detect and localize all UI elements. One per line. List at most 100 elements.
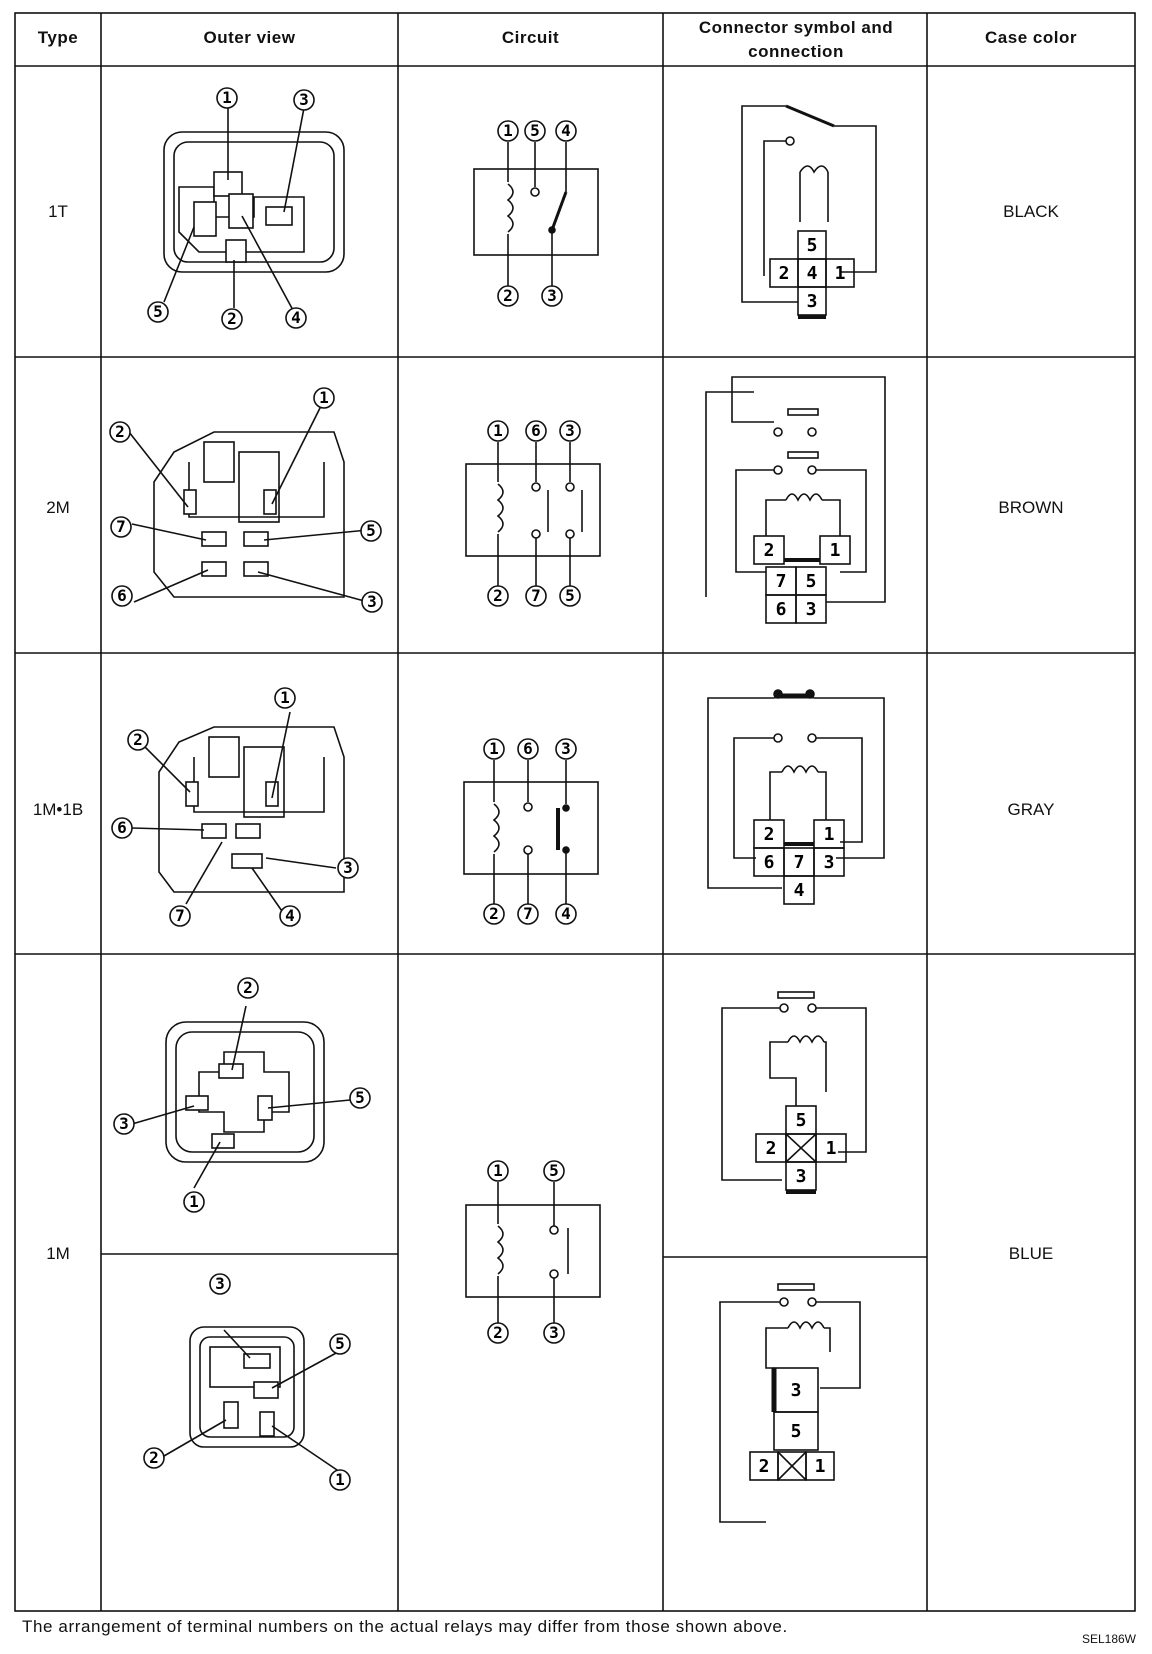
svg-text:3: 3 [215,1274,225,1293]
svg-text:4: 4 [561,904,571,923]
svg-text:2: 2 [764,824,775,845]
svg-text:5: 5 [796,1110,807,1131]
svg-text:4: 4 [807,263,818,284]
svg-text:1: 1 [503,121,513,140]
svg-text:3: 3 [807,291,818,312]
table-drawing: 1 3 5 2 4 1 5 4 2 3 [14,12,1136,1612]
circuit-1m-labels: 1 5 2 3 [487,1160,565,1344]
svg-text:6: 6 [117,818,127,837]
svg-text:1: 1 [319,388,329,407]
type-1m: 1M [46,1244,70,1263]
connector-1m1b-pins: 2 1 6 7 3 4 [764,824,835,901]
footnote: The arrangement of terminal numbers on t… [22,1617,788,1636]
svg-text:2: 2 [133,730,143,749]
header-connector: Connector symbol and connection [698,18,894,61]
svg-text:5: 5 [565,586,575,605]
svg-text:1: 1 [189,1192,199,1211]
outer-view-1m-a [131,1005,351,1189]
case-color-black: BLACK [1003,202,1059,221]
svg-text:2: 2 [766,1138,777,1159]
svg-text:1: 1 [222,88,232,107]
svg-text:4: 4 [285,906,295,925]
svg-text:1: 1 [830,540,841,561]
svg-text:6: 6 [523,739,533,758]
header-type: Type [37,28,79,47]
svg-text:3: 3 [791,1380,802,1401]
outer-view-1m-b-labels: 3 5 2 1 [143,1273,351,1491]
svg-text:2: 2 [489,904,499,923]
type-1t: 1T [48,202,68,221]
svg-text:5: 5 [806,571,817,592]
svg-text:3: 3 [824,852,835,873]
svg-text:1: 1 [493,1161,503,1180]
svg-text:2: 2 [759,1456,770,1477]
circuit-2m [465,442,601,587]
svg-text:7: 7 [776,571,787,592]
svg-text:5: 5 [335,1334,345,1353]
circuit-1m [465,1182,601,1324]
svg-text:2: 2 [493,1323,503,1342]
svg-text:5: 5 [153,302,163,321]
svg-text:6: 6 [117,586,127,605]
svg-text:6: 6 [531,421,541,440]
connector-1m-a-pins: 5 2 1 3 [766,1110,837,1187]
circuit-1m1b [463,760,599,904]
connector-1m1b [707,689,885,905]
svg-text:2: 2 [227,309,237,328]
svg-text:7: 7 [523,904,533,923]
svg-text:2: 2 [493,586,503,605]
svg-text:2: 2 [764,540,775,561]
connector-2m-pins: 2 1 7 5 6 3 [764,540,841,620]
connector-1m-b [719,1283,861,1523]
outer-view-1m1b-labels: 2 1 6 3 7 4 [111,687,359,927]
svg-text:1: 1 [280,688,290,707]
svg-text:5: 5 [355,1088,365,1107]
svg-text:1: 1 [335,1470,345,1489]
svg-text:2: 2 [149,1448,159,1467]
svg-text:4: 4 [291,308,301,327]
svg-text:3: 3 [549,1323,559,1342]
svg-text:3: 3 [565,421,575,440]
svg-text:7: 7 [175,906,185,925]
svg-text:5: 5 [366,521,376,540]
svg-text:1: 1 [489,739,499,758]
connector-1t [741,104,877,319]
header-case-color: Case color [985,28,1077,47]
svg-text:3: 3 [367,592,377,611]
svg-text:2: 2 [503,286,513,305]
svg-text:5: 5 [530,121,540,140]
svg-text:3: 3 [547,286,557,305]
svg-text:3: 3 [299,90,309,109]
svg-text:2: 2 [115,422,125,441]
outer-view-1t-labels: 1 3 5 2 4 [147,87,315,330]
svg-text:3: 3 [806,599,817,620]
outer-view-1m-a-labels: 2 3 5 1 [113,977,371,1213]
connector-1m-a [721,991,867,1194]
outer-view-2m [128,395,369,603]
case-color-blue: BLUE [1008,1244,1054,1263]
svg-text:1: 1 [824,824,835,845]
svg-text:4: 4 [794,880,805,901]
case-color-brown: BROWN [998,498,1064,517]
svg-text:3: 3 [796,1166,807,1187]
svg-text:7: 7 [794,852,805,873]
svg-text:1: 1 [815,1456,826,1477]
outer-view-1t [163,107,345,313]
svg-text:7: 7 [531,586,541,605]
svg-text:2: 2 [779,263,790,284]
svg-text:3: 3 [343,858,353,877]
svg-text:3: 3 [561,739,571,758]
circuit-1t-labels: 1 5 4 2 3 [497,120,577,307]
svg-text:5: 5 [549,1161,559,1180]
svg-text:6: 6 [764,852,775,873]
figure-code: SEL186W [1081,1632,1136,1646]
connector-2m [705,376,886,624]
relay-table: 1 3 5 2 4 1 5 4 2 3 [14,12,1136,1612]
svg-text:1: 1 [826,1138,837,1159]
case-color-gray: GRAY [1007,800,1055,819]
connector-1t-pins: 5 2 4 1 3 [779,235,846,312]
svg-text:5: 5 [807,235,818,256]
svg-text:3: 3 [119,1114,129,1133]
svg-text:2: 2 [243,978,253,997]
svg-text:1: 1 [835,263,846,284]
